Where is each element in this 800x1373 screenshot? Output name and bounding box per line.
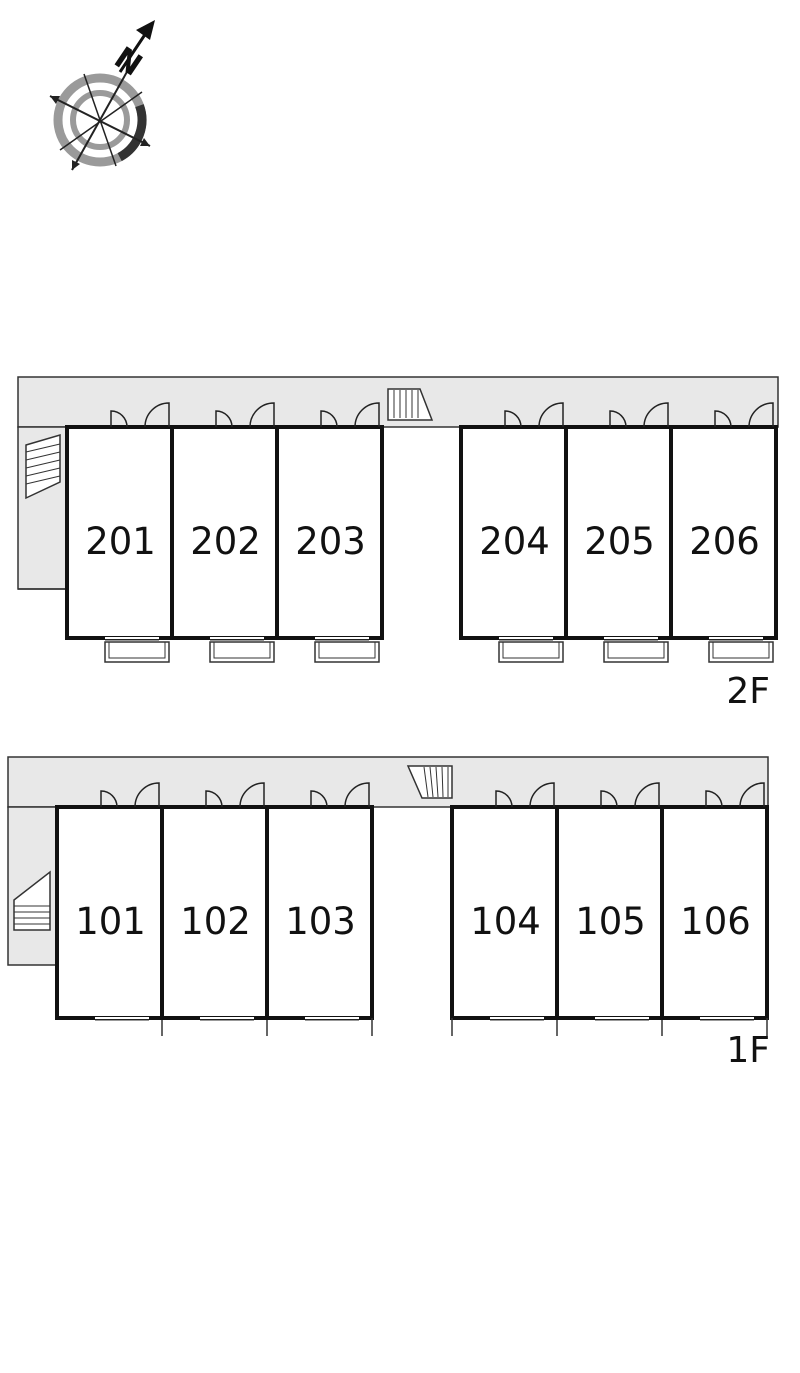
unit: 205	[564, 402, 673, 663]
unit-outline	[564, 425, 673, 640]
floor-label-1f: 1F	[726, 1030, 770, 1071]
unit: 106	[660, 782, 769, 1036]
balcony	[708, 641, 774, 663]
unit-outline	[55, 805, 164, 1020]
floor-label-2f: 2F	[726, 671, 770, 712]
door-icon	[609, 402, 669, 428]
door-icon	[495, 782, 555, 808]
floor-1f: 101 102 103 104 105 106 1F	[7, 756, 770, 1071]
unit-outline	[275, 425, 384, 640]
room-number: 103	[285, 900, 356, 943]
stairs-top-2f	[387, 388, 434, 421]
room-number: 204	[479, 520, 550, 563]
door-icon	[110, 402, 170, 428]
door-icon	[310, 782, 370, 808]
unit-outline	[555, 805, 664, 1020]
room-number: 105	[575, 900, 646, 943]
room-number: 206	[689, 520, 760, 563]
door-icon	[215, 402, 275, 428]
room-number: 104	[470, 900, 541, 943]
stairs-side-1f	[13, 870, 51, 931]
unit: 104	[450, 782, 559, 1036]
balcony	[603, 641, 669, 663]
unit-outline	[170, 425, 279, 640]
unit-outline	[660, 805, 769, 1020]
door-icon	[600, 782, 660, 808]
walkway-1f	[7, 756, 769, 808]
room-number: 201	[85, 520, 156, 563]
unit: 203	[275, 402, 384, 663]
floor-2f: 201 202 203 204 205 206 2F	[17, 376, 779, 712]
door-icon	[504, 402, 564, 428]
unit-outline	[160, 805, 269, 1020]
room-number: 106	[680, 900, 751, 943]
room-number: 203	[295, 520, 366, 563]
door-icon	[705, 782, 765, 808]
unit-outline	[65, 425, 174, 640]
door-icon	[320, 402, 380, 428]
compass-icon: N	[49, 20, 155, 171]
room-number: 102	[180, 900, 251, 943]
unit-outline	[450, 805, 559, 1020]
balcony	[498, 641, 564, 663]
door-icon	[205, 782, 265, 808]
unit: 206	[669, 402, 778, 663]
balcony	[209, 641, 275, 663]
room-number: 101	[75, 900, 146, 943]
room-number: 202	[190, 520, 261, 563]
balcony	[314, 641, 380, 663]
stairs-top-1f	[406, 765, 453, 799]
unit: 105	[555, 782, 664, 1036]
unit: 101	[55, 782, 164, 1036]
unit: 204	[459, 402, 568, 663]
unit: 201	[65, 402, 174, 663]
unit: 103	[265, 782, 374, 1036]
unit: 202	[170, 402, 279, 663]
door-icon	[714, 402, 774, 428]
stairs-side-2f	[25, 433, 61, 500]
unit: 102	[160, 782, 269, 1036]
balcony	[104, 641, 170, 663]
room-number: 205	[584, 520, 655, 563]
door-icon	[100, 782, 160, 808]
